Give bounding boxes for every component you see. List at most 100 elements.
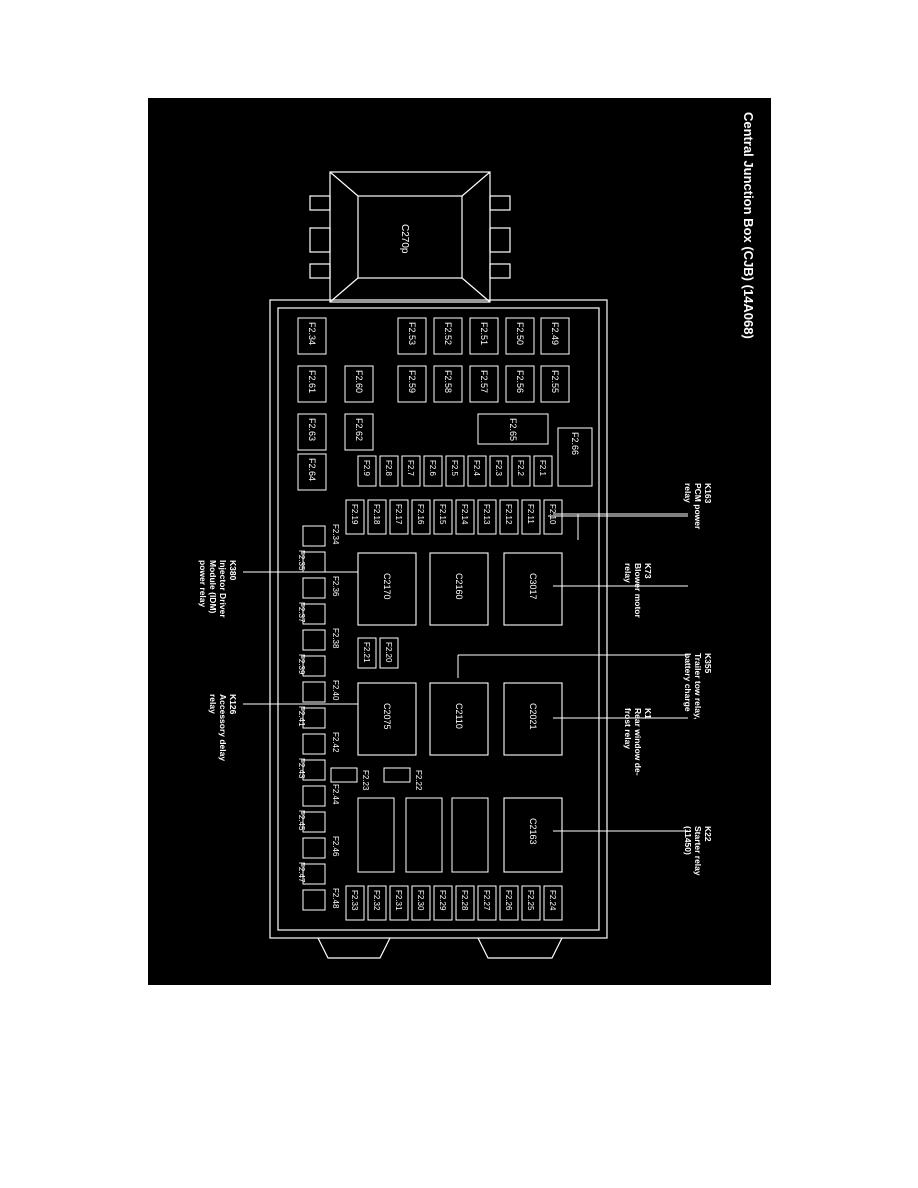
fuse-label: F2.63 [307, 418, 317, 441]
fuse-f2-49: F2.49 [540, 317, 570, 355]
empty-slot [302, 811, 326, 833]
fuse-label: F2.20 [384, 642, 393, 663]
callout-text: power relay [198, 560, 208, 608]
fuse-label: F2.52 [443, 322, 453, 345]
callout-code: K380 [228, 560, 238, 581]
fuse-f2-27: F2.27 [477, 885, 497, 921]
side-fuse-label-f2-35: F2.35 [297, 550, 306, 571]
fuse-label: F2.56 [515, 370, 525, 393]
fuse-f2-30: F2.30 [411, 885, 431, 921]
fuse-f2-53: F2.53 [397, 317, 427, 355]
fuse-label: F2.14 [460, 504, 469, 525]
fuse-f2-66: F2.66 [557, 427, 593, 487]
fuse-label: F2.61 [307, 370, 317, 393]
empty-slot [302, 837, 326, 859]
callout-code: K163 [703, 483, 713, 504]
callout-text: frost relay [623, 708, 633, 749]
empty-slot [302, 629, 326, 651]
fuse-f2-58: F2.58 [433, 365, 463, 403]
empty-slot [302, 655, 326, 677]
fuse-f2-6: F2.6 [423, 455, 443, 487]
empty-slot [330, 767, 358, 783]
fuse-label: F2.27 [482, 890, 491, 911]
empty-slot [302, 863, 326, 885]
fuse-label: F2.17 [394, 504, 403, 525]
connector-c270p-label: C270p [399, 224, 410, 254]
fuse-label: F2.60 [354, 370, 364, 393]
fuse-f2-31: F2.31 [389, 885, 409, 921]
callout-text: battery charge [683, 653, 693, 712]
relay-label: C2075 [382, 703, 392, 730]
fuse-label: F2.58 [443, 370, 453, 393]
relay-c3017: C3017 [503, 552, 563, 626]
relay-c2160: C2160 [429, 552, 489, 626]
fuse-label-f2-23: F2.23 [361, 770, 370, 791]
diagram-title: Central Junction Box (CJB) (14A068) [741, 112, 756, 339]
fuse-f2-10: F2.10 [543, 499, 563, 535]
side-fuse-label-f2-39: F2.39 [297, 654, 306, 675]
fuse-label: F2.15 [438, 504, 447, 525]
empty-slot [302, 785, 326, 807]
fuse-label: F2.65 [508, 418, 518, 441]
fuse-f2-61: F2.61 [297, 365, 327, 403]
side-fuse-label-f2-43: F2.43 [297, 758, 306, 779]
fuse-label: F2.9 [362, 460, 371, 477]
fuse-label: F2.51 [479, 322, 489, 345]
fuse-label: F2.59 [407, 370, 417, 393]
fuse-f2-11: F2.11 [521, 499, 541, 535]
fuse-f2-3: F2.3 [489, 455, 509, 487]
box-outline [269, 299, 608, 939]
fuse-label: F2.3 [494, 460, 503, 477]
fuse-label: F2.34 [307, 322, 317, 345]
fuse-f2-14: F2.14 [455, 499, 475, 535]
callout-code: K1 [643, 708, 653, 719]
empty-slot [302, 577, 326, 599]
mounting-tabs [317, 937, 563, 959]
relay-c2075: C2075 [357, 682, 417, 756]
fuse-label: F2.57 [479, 370, 489, 393]
fuse-f2-24: F2.24 [543, 885, 563, 921]
fuse-label: F2.66 [570, 432, 580, 455]
connector-c270p [309, 171, 511, 303]
callout-text: relay [623, 563, 633, 583]
side-fuse-label-f2-40: F2.40 [331, 680, 340, 701]
relay-label: C2021 [528, 703, 538, 730]
relay-label: C2163 [528, 818, 538, 845]
junction-box-diagram: Central Junction Box (CJB) (14A068) C270… [198, 112, 756, 959]
fuse-f2-55: F2.55 [540, 365, 570, 403]
relay-label: C2160 [454, 573, 464, 600]
side-fuse-label-f2-44: F2.44 [331, 784, 340, 805]
side-fuse-label-f2-46: F2.46 [331, 836, 340, 857]
side-fuse-label-f2-42: F2.42 [331, 732, 340, 753]
fuse-label: F2.6 [428, 460, 437, 477]
fuse-label: F2.62 [354, 418, 364, 441]
empty-slot [302, 525, 326, 547]
callout-text: Blower motor [633, 563, 643, 618]
fuse-label: F2.8 [384, 460, 393, 477]
fuse-label: F2.21 [362, 642, 371, 663]
fuse-f2-33: F2.33 [345, 885, 365, 921]
relay-label: C3017 [528, 573, 538, 600]
callout-text: Injector Driver [218, 560, 228, 618]
fuse-label: F2.12 [504, 504, 513, 525]
fuse-label: F2.16 [416, 504, 425, 525]
fuse-label: F2.24 [548, 890, 557, 911]
callout-code: K126 [228, 694, 238, 715]
fuse-f2-8: F2.8 [379, 455, 399, 487]
side-fuse-label-f2-45: F2.45 [297, 810, 306, 831]
fuse-f2-34: F2.34 [297, 317, 327, 355]
fuse-f2-65: F2.65 [477, 413, 549, 445]
fuse-label: F2.29 [438, 890, 447, 911]
callout-code: K355 [703, 653, 713, 674]
fuse-label: F2.33 [350, 890, 359, 911]
fuse-label: F2.26 [504, 890, 513, 911]
callout-text: Module (IDM) [208, 560, 218, 614]
fuse-f2-28: F2.28 [455, 885, 475, 921]
fuse-label: F2.30 [416, 890, 425, 911]
fuse-f2-12: F2.12 [499, 499, 519, 535]
